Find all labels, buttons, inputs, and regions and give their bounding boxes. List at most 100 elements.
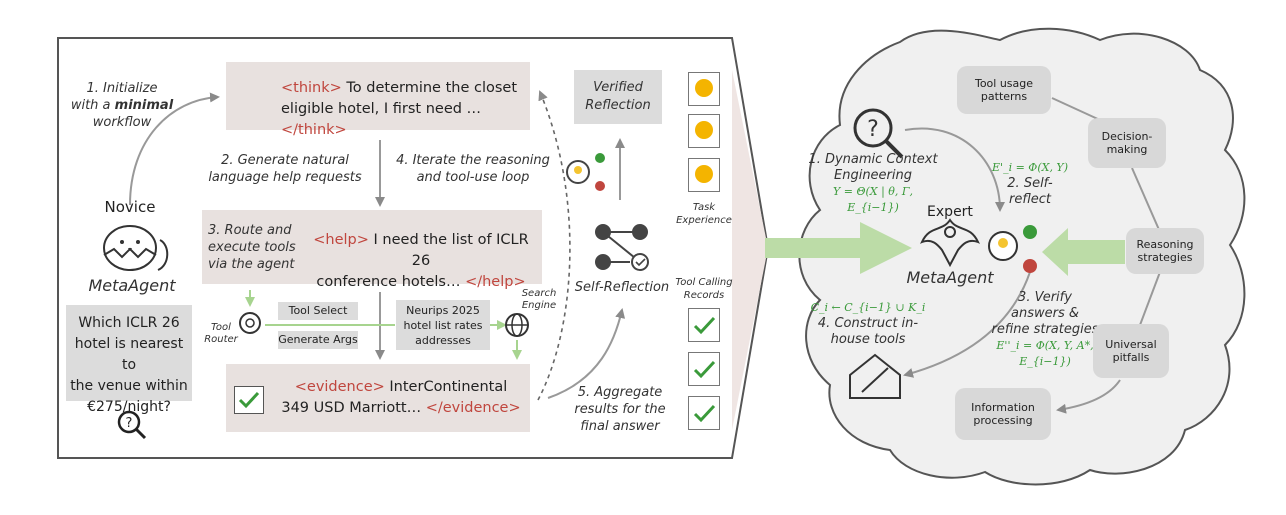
evidence-text1: InterContinental (384, 379, 508, 395)
generate-args-box: Generate Args (278, 331, 358, 349)
information-line2: processing (973, 414, 1033, 427)
step2-label: 2. Generate natural language help reques… (200, 152, 370, 186)
help-close-tag: </help> (465, 274, 526, 290)
experience-card-icon (688, 158, 720, 192)
arrow-dce (904, 127, 1005, 212)
verified-line2: Reflection (585, 98, 651, 113)
self-reflect-line1: 2. Self- (1007, 176, 1053, 191)
universal-box: Universal pitfalls (1093, 324, 1169, 378)
step2-line1: 2. Generate natural (221, 153, 349, 168)
novice-label: Novice (104, 198, 156, 216)
verify-line3: refine strategies (991, 322, 1099, 337)
question-box: Which ICLR 26 hotel is nearest to the ve… (66, 305, 192, 415)
evidence-open-tag: <evidence> (294, 379, 385, 395)
information-box: Information processing (955, 388, 1051, 440)
think-text2: eligible hotel, I first need … (281, 101, 482, 117)
house-tools-icon (849, 353, 901, 399)
globe-icon (505, 313, 529, 337)
think-text1: To determine the closet (341, 80, 518, 96)
task-experience-line2: Experience (676, 215, 732, 226)
decision-line1: Decision- (1101, 130, 1153, 143)
evidence-box: <evidence> InterContinental 349 USD Marr… (226, 364, 530, 432)
tool-calling-label: Tool Calling Records (668, 276, 740, 302)
reasoning-line1: Reasoning (1136, 238, 1194, 251)
magnifier-icon-large: ? (853, 108, 904, 159)
step1-line1: 1. Initialize (86, 81, 158, 96)
record-check-icon (688, 308, 720, 342)
decision-box: Decision- making (1088, 118, 1166, 168)
tool-calling-line2: Records (683, 290, 725, 301)
step1-line2b: minimal (114, 98, 174, 113)
universal-line1: Universal (1105, 338, 1157, 351)
experience-card-icon (688, 72, 720, 106)
verify-formula: E''_i = Φ(X, Y, A*, E_{i−1}) (996, 339, 1094, 368)
eagle-icon (920, 218, 980, 268)
tool-router-line1: Tool (211, 322, 231, 333)
arrow-universal-info (1056, 379, 1121, 414)
search-engine-line2: Engine (521, 300, 557, 311)
arrow-verify (903, 271, 1031, 378)
neurips-line2: hotel list rates (403, 319, 483, 332)
metaagent-label-right: MetaAgent (906, 268, 994, 287)
step1-label: 1. Initialize with a minimal workflow (64, 80, 180, 131)
evidence-close-tag: </evidence> (425, 400, 521, 416)
think-box: <think> To determine the closet eligible… (226, 62, 530, 138)
bulb-icon-large (988, 225, 1037, 273)
question-line1: Which ICLR 26 (78, 315, 180, 331)
tool-usage-line1: Tool usage (974, 77, 1034, 90)
task-experience-line1: Task (692, 202, 716, 213)
arrow-aggregate (547, 308, 626, 399)
route-line3: via the agent (208, 257, 295, 272)
dce-formula: Y = Θ(X | θ, Γ, E_{i−1}) (832, 185, 914, 214)
route-label: 3. Route and execute tools via the agent (208, 222, 308, 273)
arrow-decision-reasoning (1131, 167, 1161, 233)
arrow-reasoning-universal (1139, 271, 1161, 326)
step5-line2: results for the (574, 402, 666, 417)
verify-line1: 3. Verify (1018, 290, 1072, 305)
help-text2: conference hotels… (316, 274, 466, 290)
self-reflection-graph (595, 224, 649, 271)
step2-line2: language help requests (208, 170, 362, 185)
neurips-line3: addresses (415, 334, 471, 347)
expert-label: Expert (927, 204, 973, 220)
record-check-icon (688, 352, 720, 386)
magnifier-icon-small: ? (117, 410, 147, 440)
verified-reflection-box: Verified Reflection (574, 70, 662, 124)
construct-line1: 4. Construct in- (817, 316, 919, 331)
question-line3: the venue within (70, 378, 188, 394)
information-line1: Information (971, 401, 1035, 414)
dce-label: 1. Dynamic Context Engineering Y = Θ(X |… (808, 152, 938, 216)
step4-line2: and tool-use loop (416, 170, 530, 185)
svg-text:?: ? (126, 416, 133, 431)
think-open-tag: <think> (281, 80, 342, 96)
construct-formula: C_i ← C_{i−1} ∪ K_i (810, 301, 926, 314)
verified-line1: Verified (593, 80, 643, 95)
bulb-icon-small (566, 153, 605, 191)
metaagent-label-left: MetaAgent (88, 276, 176, 295)
tool-router-icon (239, 312, 261, 334)
reasoning-line2: strategies (1137, 251, 1193, 264)
help-box: 3. Route and execute tools via the agent… (202, 210, 542, 290)
tool-calling-line1: Tool Calling (675, 277, 733, 288)
decision-line2: making (1106, 143, 1148, 156)
question-line4: €275/night? (87, 399, 171, 415)
construct-line2: house tools (830, 332, 906, 347)
think-close-tag: </think> (281, 122, 347, 138)
arrow-tool-decision (1051, 97, 1101, 121)
big-green-arrow (765, 222, 912, 274)
search-engine-label: Search Engine (517, 288, 561, 312)
route-line2: execute tools (208, 240, 296, 255)
arrow-loop (537, 90, 571, 401)
evidence-text2: 349 USD Marriott… (281, 400, 426, 416)
question-line2: hotel is nearest to (74, 336, 184, 373)
self-reflect-formula: E'_i = Φ(X, Y) (992, 161, 1068, 174)
dce-line2: Engineering (834, 168, 912, 183)
svg-text:?: ? (867, 117, 879, 142)
experience-card-icon (688, 114, 720, 148)
step5-label: 5. Aggregate results for the final answe… (560, 384, 680, 435)
self-reflect-line2: reflect (1009, 192, 1051, 207)
chick-icon (103, 225, 169, 271)
tool-select-box: Tool Select (278, 302, 358, 320)
neurips-box: Neurips 2025 hotel list rates addresses (396, 300, 490, 350)
search-engine-line1: Search (521, 288, 557, 299)
